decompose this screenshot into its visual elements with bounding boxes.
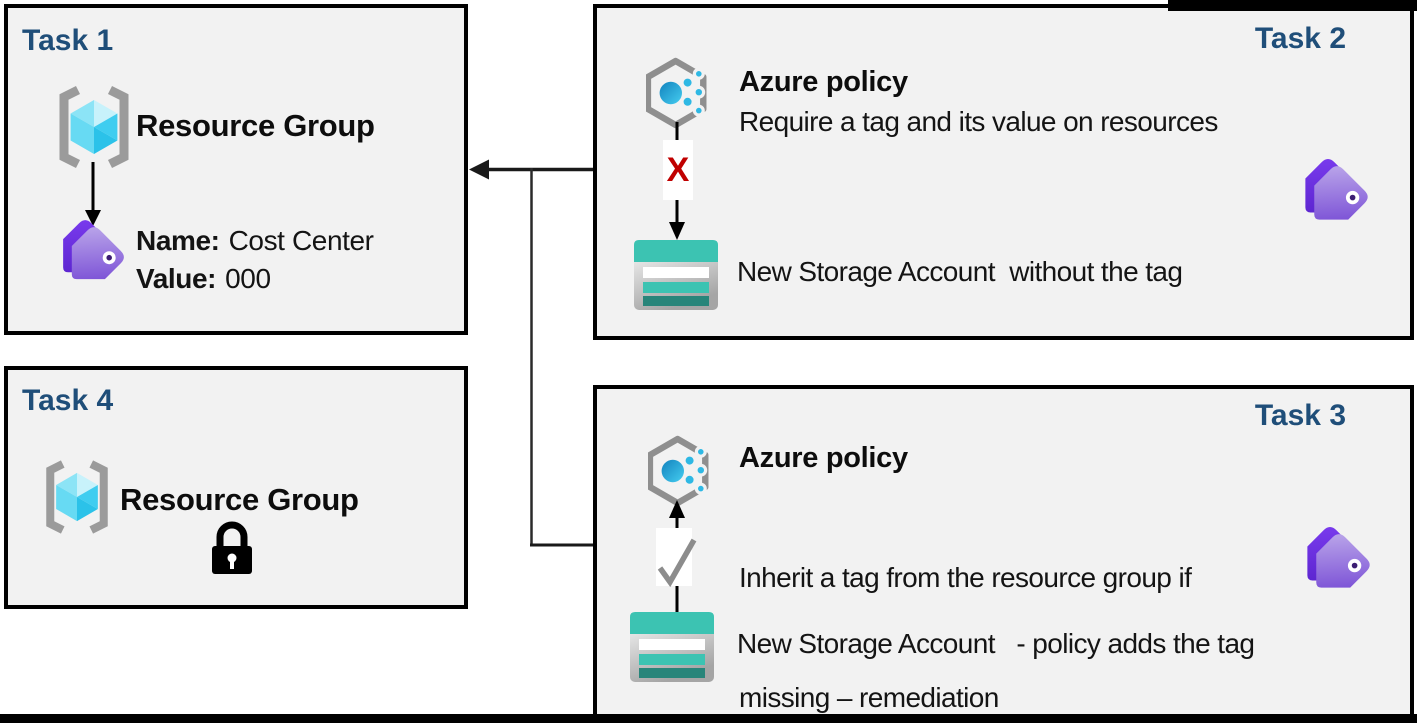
tag-icon xyxy=(1307,527,1370,588)
task2-title: Task 2 xyxy=(1254,22,1346,55)
task4-box: Task 4 Resource Group xyxy=(4,366,468,609)
tag-name-line: Name: Cost Center xyxy=(136,222,374,260)
arrow-down-icon xyxy=(85,162,101,226)
storage-account-icon xyxy=(630,612,714,682)
deny-x-marker: X xyxy=(663,140,693,200)
task3-box: Task 3 Azure policy Inherit a tag from t… xyxy=(593,385,1414,718)
task4-resource-group-label: Resource Group xyxy=(120,482,359,517)
tag-icon xyxy=(63,220,124,280)
task2-storage-text: New Storage Account without the tag xyxy=(737,256,1183,287)
tag-name-value: Cost Center xyxy=(228,225,374,256)
resource-group-icon xyxy=(59,85,129,169)
task3-policy-rule-line1: Inherit a tag from the resource group if xyxy=(739,562,1192,593)
task1-box: Task 1 Resource Group Na xyxy=(4,4,468,335)
task2-policy-rule: Require a tag and its value on resources xyxy=(739,106,1218,137)
task2-box: Task 2 Azure policy Require a tag and it… xyxy=(593,4,1414,340)
tag-value-label: Value: xyxy=(136,263,217,294)
tag-icon xyxy=(1305,159,1368,220)
tag-value-line: Value: 000 xyxy=(136,260,374,298)
storage-account-icon xyxy=(634,240,718,310)
resource-group-icon xyxy=(46,460,108,534)
task4-title: Task 4 xyxy=(22,384,114,417)
task3-policy-rule: Inherit a tag from the resource group if… xyxy=(739,478,1192,723)
task3-storage-text: New Storage Account - policy adds the ta… xyxy=(737,628,1255,659)
top-accent-bar xyxy=(1168,0,1417,11)
bottom-accent-bar xyxy=(0,714,1417,723)
tag-name-label: Name: xyxy=(136,225,220,256)
task1-title: Task 1 xyxy=(22,24,114,57)
task2-policy-name: Azure policy xyxy=(739,66,908,98)
arrow-left-icon xyxy=(469,159,489,180)
azure-policy-icon xyxy=(648,435,709,507)
task1-tag-details: Name: Cost Center Value: 000 xyxy=(136,222,374,298)
checkmark-icon xyxy=(657,538,697,588)
tag-value-value: 000 xyxy=(225,263,271,294)
task3-title: Task 3 xyxy=(1254,399,1346,432)
task3-policy-rule-line2: missing – remediation xyxy=(739,682,999,713)
task3-policy-name: Azure policy xyxy=(739,442,908,474)
lock-icon xyxy=(212,521,252,574)
task1-resource-group-label: Resource Group xyxy=(136,108,375,143)
